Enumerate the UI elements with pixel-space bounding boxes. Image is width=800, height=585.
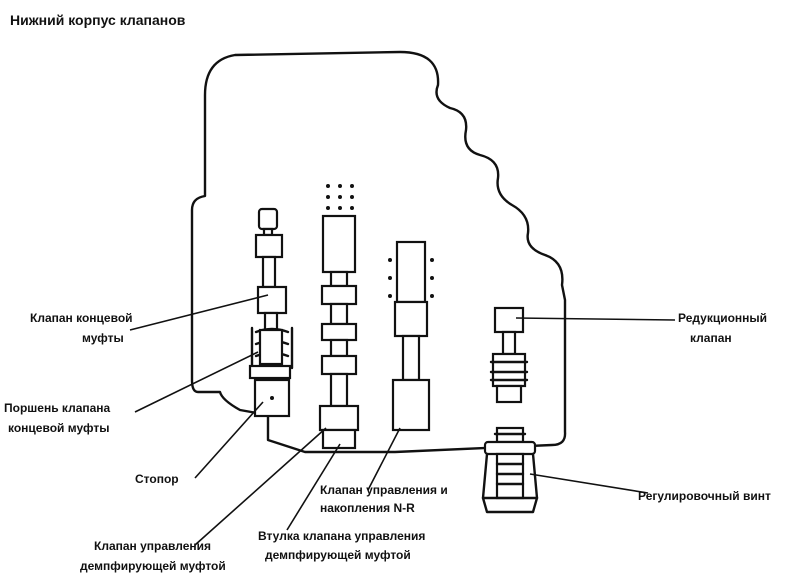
- diagram-title: Нижний корпус клапанов: [10, 12, 186, 28]
- reducing-valve: [489, 306, 529, 404]
- label-nr-valve-1: Клапан управления и: [320, 483, 448, 497]
- label-end-clutch-valve-1: Клапан концевой: [30, 311, 133, 325]
- label-stopper: Стопор: [135, 472, 179, 486]
- label-end-clutch-piston-2: концевой муфты: [8, 421, 109, 435]
- label-end-clutch-valve-2: муфты: [82, 331, 124, 345]
- label-damper-bushing-2: демпфирующей муфтой: [265, 548, 411, 562]
- end-clutch-valve-piston: [248, 326, 294, 380]
- label-end-clutch-piston-1: Поршень клапана: [4, 401, 111, 415]
- label-nr-valve-2: накопления N-R: [320, 501, 415, 515]
- adjusting-screw: [481, 426, 539, 514]
- end-clutch-valve: [254, 207, 288, 333]
- label-damper-bushing-1: Втулка клапана управления: [258, 529, 425, 543]
- nr-control-accumulator-valve: [388, 240, 434, 432]
- damper-clutch-valve-bushing: [318, 404, 360, 450]
- valve-body-housing-outline: [190, 50, 567, 454]
- label-reducing-valve-1: Редукционный: [678, 311, 767, 325]
- stopper-part: [253, 378, 291, 418]
- label-damper-control-valve-1: Клапан управления: [94, 539, 211, 553]
- label-damper-control-valve-2: демпфирующей муфтой: [80, 559, 226, 573]
- leader-lines: [129, 294, 676, 546]
- label-adjusting-screw: Регулировочный винт: [638, 489, 771, 503]
- label-reducing-valve-2: клапан: [690, 331, 732, 345]
- damper-clutch-control-valve: [320, 184, 358, 408]
